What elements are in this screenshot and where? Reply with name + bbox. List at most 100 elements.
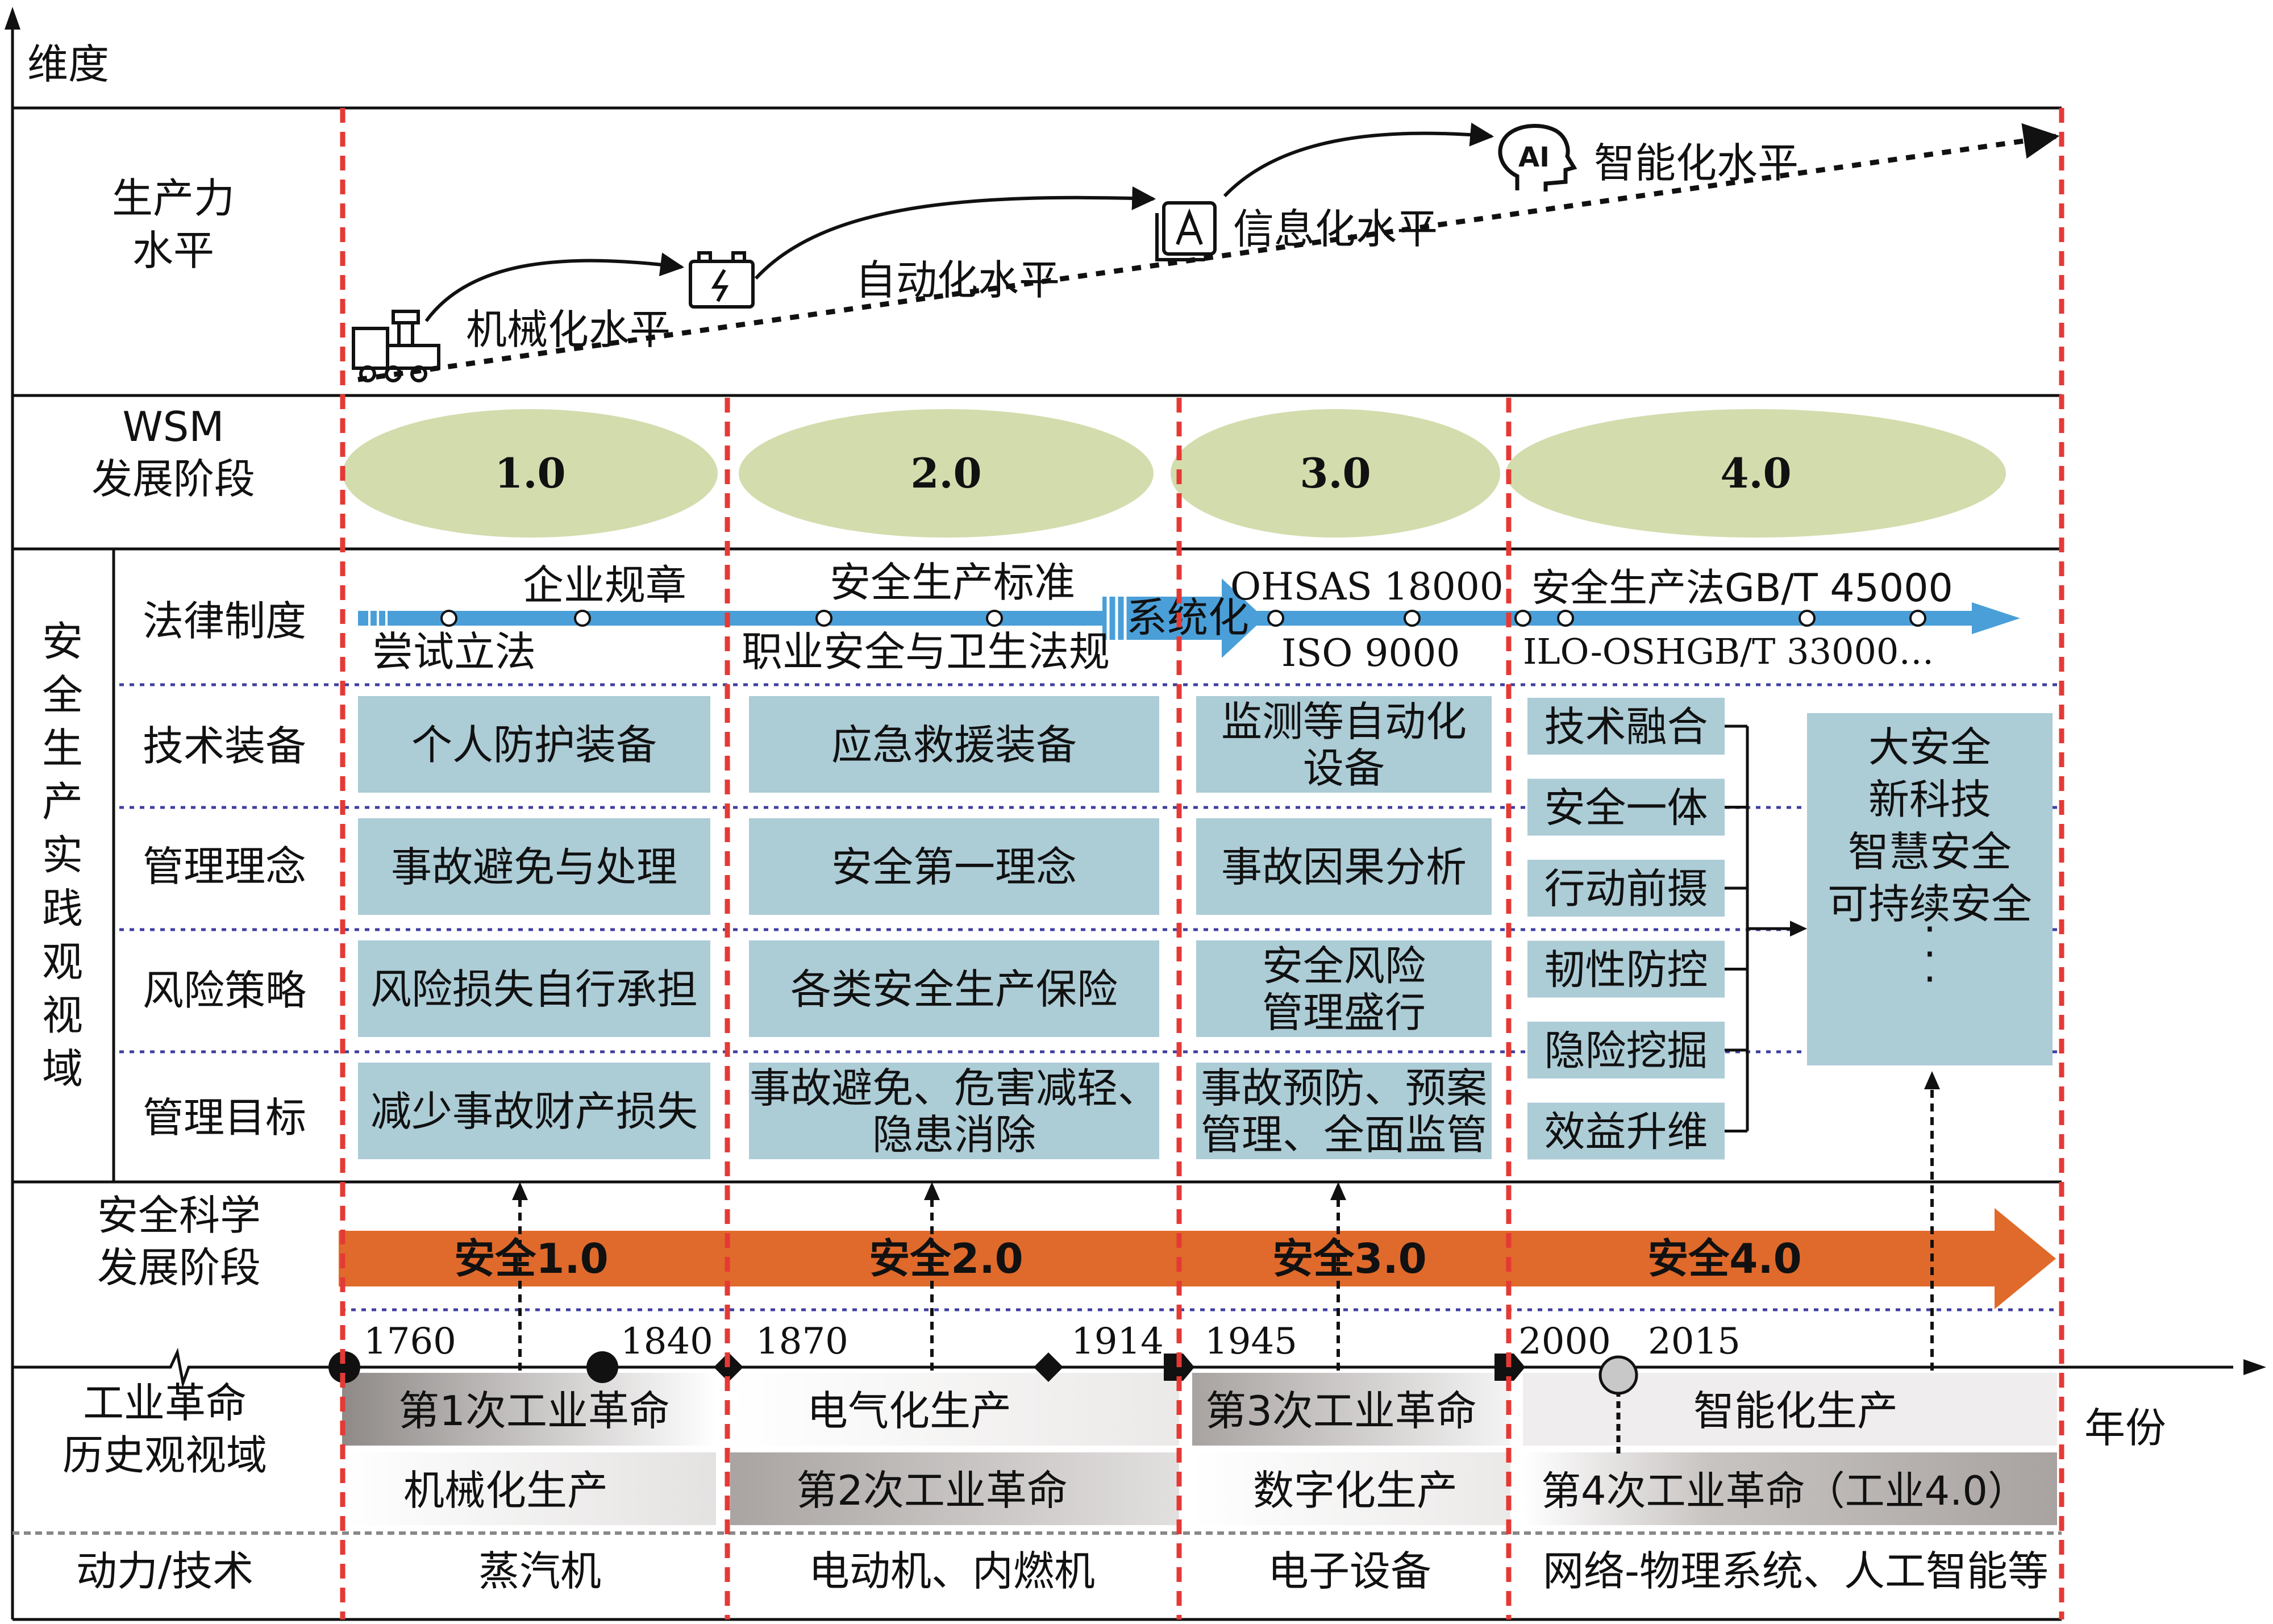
industrial-bottom-4: 第4次工业革命（工业4.0） bbox=[1541, 1468, 2028, 1514]
law-below-1: 尝试立法 bbox=[372, 628, 536, 676]
equipment-box-2 bbox=[749, 696, 1159, 793]
industrial-top-1: 第1次工业革命 bbox=[398, 1387, 670, 1435]
law-arrow-head bbox=[1972, 602, 2020, 634]
industrial-bottom-2: 第2次工业革命 bbox=[796, 1467, 1068, 1514]
industrial-row-label: 工业革命历史观视域 bbox=[63, 1379, 267, 1479]
stage4-item-text: 安全一体 bbox=[1544, 784, 1708, 832]
productivity-row-label: 生产力水平 bbox=[112, 174, 235, 274]
equipment-text-3: 监测等自动化设备 bbox=[1221, 698, 1467, 792]
stage4-item-box bbox=[1527, 940, 1725, 998]
productivity-level-2: 自动化水平 bbox=[855, 256, 1060, 304]
svg-text:AI: AI bbox=[1518, 141, 1550, 173]
stage4-block: 技术融合安全一体行动前摄韧性防控隐险挖掘效益升维大安全新科技智慧安全可持续安全·… bbox=[1527, 698, 2053, 1160]
equipment-text-1: 个人防护装备 bbox=[411, 721, 657, 769]
wsm-stage-ellipse bbox=[1171, 409, 1500, 538]
target-text-3: 事故预防、预案管理、全面监管 bbox=[1201, 1064, 1487, 1159]
x-axis-label: 年份 bbox=[2084, 1404, 2166, 1452]
timeline-2015-marker bbox=[1598, 1355, 1638, 1455]
law-row: 系统化 企业规章 安全生产标准 OHSAS 18000 安全生产法GB/T 45… bbox=[358, 559, 2020, 676]
science-stage-3: 安全3.0 bbox=[1272, 1235, 1427, 1282]
system-arrow bbox=[1102, 578, 1264, 658]
productivity-level-3: 信息化水平 bbox=[1233, 205, 1438, 253]
stage4-item-text: 隐险挖掘 bbox=[1544, 1027, 1708, 1075]
system-label: 系统化 bbox=[1126, 594, 1249, 642]
risk-box-2 bbox=[749, 940, 1159, 1037]
stage4-item-box bbox=[1527, 1022, 1725, 1078]
industrial-bottom-3: 数字化生产 bbox=[1253, 1467, 1458, 1514]
risk-box-3 bbox=[1196, 940, 1492, 1037]
equipment-text-2: 应急救援装备 bbox=[831, 721, 1077, 769]
wsm-stage-ellipse bbox=[1506, 409, 2006, 538]
stage4-item-text: 技术融合 bbox=[1544, 703, 1708, 751]
target-box-3 bbox=[1196, 1063, 1492, 1159]
stage4-item-text: 行动前摄 bbox=[1544, 865, 1708, 913]
power-row-label: 动力/技术 bbox=[76, 1547, 253, 1595]
stage4-item-text: 效益升维 bbox=[1544, 1108, 1708, 1156]
year-labels: 1760 1840 1870 1914 1945 2000 2015 bbox=[364, 1321, 1741, 1363]
equipment-box-1 bbox=[358, 696, 710, 793]
concept-box-1 bbox=[358, 818, 710, 915]
wsm-stage-label: 3.0 bbox=[1300, 449, 1371, 497]
stage4-result-box bbox=[1807, 713, 2053, 1065]
science-stage-4: 安全4.0 bbox=[1647, 1235, 1802, 1282]
stage-dividers bbox=[340, 108, 2064, 1619]
practice-row-label-3: 管理理念 bbox=[143, 843, 306, 890]
stage4-item-box bbox=[1527, 1102, 1725, 1160]
wsm-stage-label: 4.0 bbox=[1720, 449, 1791, 497]
target-text-1: 减少事故财产损失 bbox=[370, 1088, 698, 1135]
risk-text-3: 安全风险管理盛行 bbox=[1262, 942, 1426, 1036]
x-axis: 年份 bbox=[13, 1347, 2266, 1452]
target-box-1 bbox=[358, 1063, 710, 1159]
wsm-stage-ellipse bbox=[739, 409, 1154, 538]
science-row-label: 安全科学发展阶段 bbox=[97, 1192, 261, 1292]
wsm-stage-ellipse bbox=[343, 409, 718, 538]
productivity-row: AI 机械化水平 自动化水平 信息化水平 智能化水平 bbox=[352, 122, 2060, 382]
frame bbox=[13, 106, 2062, 1621]
industrial-top-4: 智能化生产 bbox=[1693, 1387, 1898, 1435]
concept-box-2 bbox=[749, 818, 1159, 915]
steam-train-icon bbox=[352, 310, 440, 382]
target-text-2: 事故避免、危害减轻、隐患消除 bbox=[750, 1064, 1159, 1159]
year-label: 1870 bbox=[756, 1321, 848, 1363]
year-label: 1945 bbox=[1205, 1321, 1297, 1363]
year-label: 2000 bbox=[1518, 1321, 1611, 1363]
practice-row-label-2: 技术装备 bbox=[143, 722, 306, 770]
concept-text-2: 安全第一理念 bbox=[831, 843, 1077, 891]
year-label: 1840 bbox=[621, 1321, 713, 1363]
law-below-3: ISO 9000 bbox=[1281, 631, 1460, 675]
law-below-4: ILO-OSHGB/T 33000… bbox=[1523, 631, 1934, 672]
science-stage-2: 安全2.0 bbox=[869, 1235, 1023, 1282]
battery-icon bbox=[689, 251, 755, 309]
law-above-1: 企业规章 bbox=[523, 561, 686, 609]
productivity-level-1: 机械化水平 bbox=[466, 306, 671, 353]
practice-row-label: 安全生产实践观视域 bbox=[42, 618, 83, 1093]
curve-arrow-3 bbox=[1223, 122, 1494, 198]
industrial-bands: 第1次工业革命 电气化生产 第3次工业革命 智能化生产 机械化生产 第2次工业革… bbox=[13, 1373, 2062, 1535]
stage4-item-box bbox=[1527, 778, 1725, 836]
target-box-2 bbox=[749, 1063, 1159, 1159]
year-label: 1760 bbox=[364, 1321, 456, 1363]
productivity-trend-line bbox=[357, 123, 2060, 382]
vertical-links bbox=[518, 1082, 1934, 1371]
power-row: 蒸汽机 电动机、内燃机 电子设备 网络-物理系统、人工智能等 bbox=[478, 1547, 2049, 1595]
concept-text-1: 事故避免与处理 bbox=[391, 843, 677, 891]
stage4-merge-arrow-head bbox=[1790, 921, 1807, 937]
risk-box-1 bbox=[358, 940, 710, 1037]
equipment-box-3 bbox=[1196, 696, 1492, 793]
wsm-stage-label: 1.0 bbox=[494, 449, 565, 497]
year-label: 1914 bbox=[1071, 1321, 1164, 1363]
curve-arrow-1 bbox=[424, 252, 685, 322]
law-above-3: OHSAS 18000 bbox=[1230, 565, 1504, 609]
stage4-item-box bbox=[1527, 860, 1725, 917]
stage4-item-box bbox=[1527, 698, 1725, 755]
law-milestones bbox=[440, 610, 1926, 627]
risk-text-1: 风险损失自行承担 bbox=[370, 965, 698, 1013]
law-above-2: 安全生产标准 bbox=[830, 559, 1075, 606]
power-1: 蒸汽机 bbox=[478, 1547, 601, 1595]
science-stage-1: 安全1.0 bbox=[454, 1235, 609, 1282]
practice-row-label-5: 管理目标 bbox=[143, 1094, 306, 1142]
productivity-level-4: 智能化水平 bbox=[1594, 139, 1799, 187]
